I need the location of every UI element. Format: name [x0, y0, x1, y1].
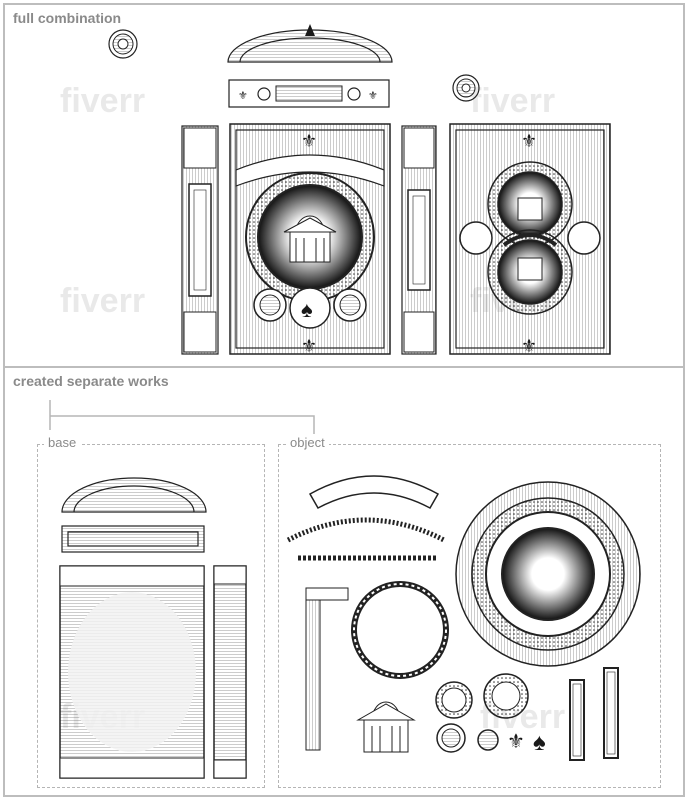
- svg-text:⚜: ⚜: [301, 131, 317, 151]
- watermark-1: fiverr: [60, 82, 145, 120]
- base-side-panel: [213, 565, 247, 779]
- small-medallion-left: [108, 29, 138, 59]
- object-temple: [356, 701, 416, 753]
- connector-lines: [49, 400, 315, 434]
- object-corner-column: [305, 587, 349, 751]
- base-group-frame: [37, 444, 265, 788]
- object-group-label: object: [286, 435, 329, 450]
- object-big-medallion: [455, 481, 641, 667]
- svg-text:♠: ♠: [301, 297, 313, 322]
- svg-text:⚜: ⚜: [521, 131, 537, 151]
- svg-text:⚜: ⚜: [238, 90, 248, 102]
- right-pillar-card: [401, 125, 437, 355]
- base-arch: [61, 477, 207, 513]
- svg-text:♠: ♠: [533, 729, 546, 756]
- svg-text:⚜: ⚜: [521, 336, 537, 356]
- object-small-rings: [435, 673, 529, 753]
- section-title-full-combination: full combination: [13, 10, 122, 26]
- svg-text:⚜: ⚜: [368, 90, 378, 102]
- base-band: [61, 525, 205, 553]
- base-card-panel: [59, 565, 205, 779]
- object-fleur-de-lis-icon: ⚜: [507, 731, 525, 753]
- ouroboros-card: ♠ ⚜ ⚜: [229, 123, 391, 356]
- object-group-frame: [278, 444, 661, 788]
- small-medallion-right: [452, 74, 480, 102]
- object-vertical-bars: [569, 667, 619, 761]
- object-rope-arch: [286, 517, 446, 543]
- watermark-2: fiverr: [470, 82, 555, 120]
- watermark-3: fiverr: [60, 282, 145, 320]
- object-ouroboros-snake: [351, 581, 449, 679]
- svg-text:⚜: ⚜: [301, 336, 317, 356]
- double-ring-card: ⚜ ⚜: [449, 123, 611, 356]
- section-title-separate-works: created separate works: [13, 373, 169, 389]
- base-group-label: base: [44, 435, 81, 450]
- object-spade-icon: ♠: [533, 729, 546, 756]
- svg-text:⚜: ⚜: [507, 731, 525, 753]
- top-arch-ornament: [227, 24, 393, 63]
- left-pillar-card: [181, 125, 219, 355]
- object-banner-scroll: [308, 475, 440, 510]
- top-band-ornament: ⚜⚜: [228, 79, 390, 108]
